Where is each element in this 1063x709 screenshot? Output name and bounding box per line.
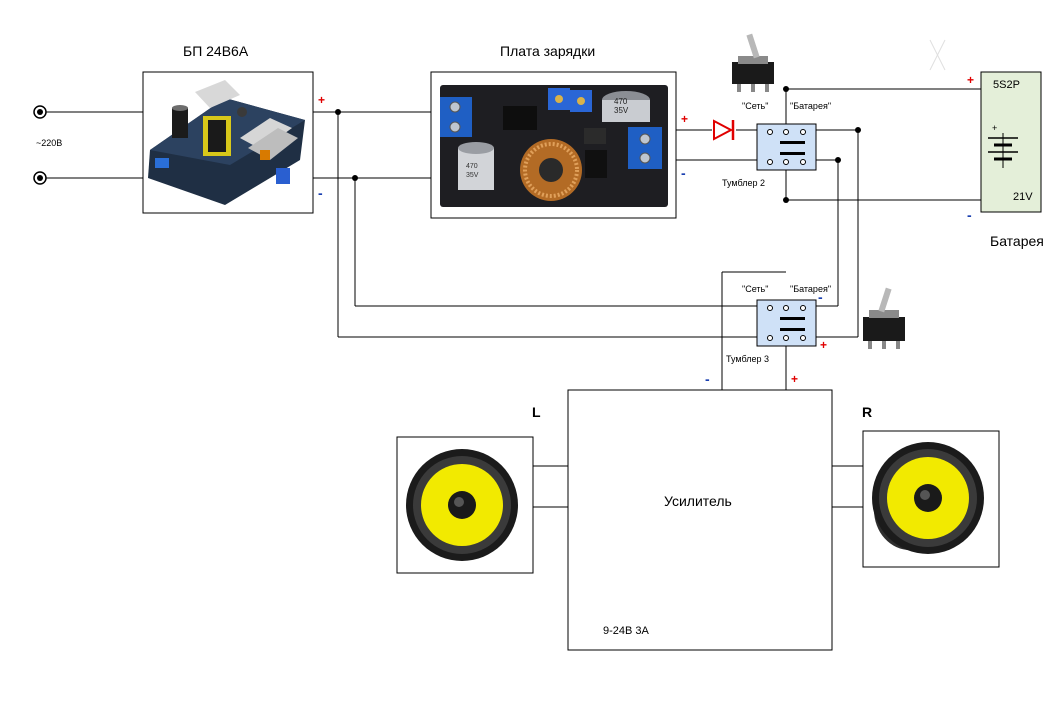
charger-title: Плата зарядки: [500, 43, 595, 59]
switch2-pos-mains: "Сеть": [742, 101, 768, 111]
battery-cell-icon: +: [988, 123, 1018, 168]
battery-block: 5S2P + 21V + - Батарея: [967, 71, 1044, 249]
switch2-contacts-icon: [767, 129, 806, 165]
ac-input: ~220В: [33, 105, 62, 185]
amplifier-minus-label: -: [705, 371, 710, 387]
switch3-label: Тумблер 3: [726, 354, 769, 364]
svg-text:470: 470: [614, 97, 628, 106]
wires: [46, 88, 981, 508]
psu-title: БП 24В6А: [183, 43, 249, 59]
ac-terminal-top-icon: [33, 105, 47, 119]
psu-block: БП 24В6А + -: [142, 43, 325, 214]
switch-2: "Сеть" "Батарея" Тумблер 2: [722, 33, 831, 188]
battery-plus-label: +: [967, 73, 974, 87]
psu-minus-label: -: [318, 185, 323, 201]
psu-plus-label: +: [318, 93, 325, 107]
svg-text:35V: 35V: [614, 106, 629, 115]
charger-minus-label: -: [681, 165, 686, 181]
amplifier-title: Усилитель: [664, 493, 732, 509]
switch2-pos-battery: "Батарея": [790, 101, 831, 111]
toggle-switch-3-icon: [863, 287, 905, 349]
switch3-plus-label: +: [820, 338, 827, 352]
diode-icon: [713, 119, 735, 141]
amplifier-plus-label: +: [791, 372, 798, 386]
battery-config: 5S2P: [993, 79, 1020, 91]
speaker-left-label: L: [532, 404, 541, 420]
battery-minus-label: -: [967, 207, 972, 223]
toggle-switch-2-icon: [732, 33, 774, 92]
psu-board-icon: [148, 80, 305, 205]
battery-caption: Батарея: [990, 233, 1044, 249]
speaker-right-icon: [872, 442, 984, 554]
charger-block: Плата зарядки 470 35V 470: [430, 43, 688, 219]
switch3-pos-battery: "Батарея": [790, 284, 831, 294]
svg-text:470: 470: [466, 163, 478, 170]
ac-voltage-label: ~220В: [36, 138, 62, 148]
svg-text:35V: 35V: [466, 172, 479, 179]
switch3-contacts-icon: [767, 305, 806, 341]
faint-watermark: [929, 39, 946, 71]
battery-voltage: 21V: [1013, 191, 1033, 203]
amplifier-box: [567, 389, 833, 651]
speaker-left-icon: [406, 449, 518, 561]
speaker-left: L: [396, 404, 541, 574]
speaker-right-label: R: [862, 404, 872, 420]
charger-plus-label: +: [681, 112, 688, 126]
switch3-minus-label: -: [818, 289, 823, 305]
svg-text:+: +: [992, 123, 997, 133]
switch3-pos-mains: "Сеть": [742, 284, 768, 294]
charger-board-icon: 470 35V 470 35V: [440, 85, 668, 207]
battery-box: [980, 71, 1042, 213]
switch-3: "Сеть" "Батарея" - + Тумблер 3: [726, 284, 905, 364]
amplifier-spec: 9-24В 3А: [603, 625, 650, 637]
switch2-label: Тумблер 2: [722, 178, 765, 188]
amplifier-block: Усилитель 9-24В 3А - +: [567, 371, 833, 651]
speaker-right: R: [862, 404, 1000, 568]
ac-terminal-bottom-icon: [33, 171, 47, 185]
junction-dots: [335, 86, 861, 203]
